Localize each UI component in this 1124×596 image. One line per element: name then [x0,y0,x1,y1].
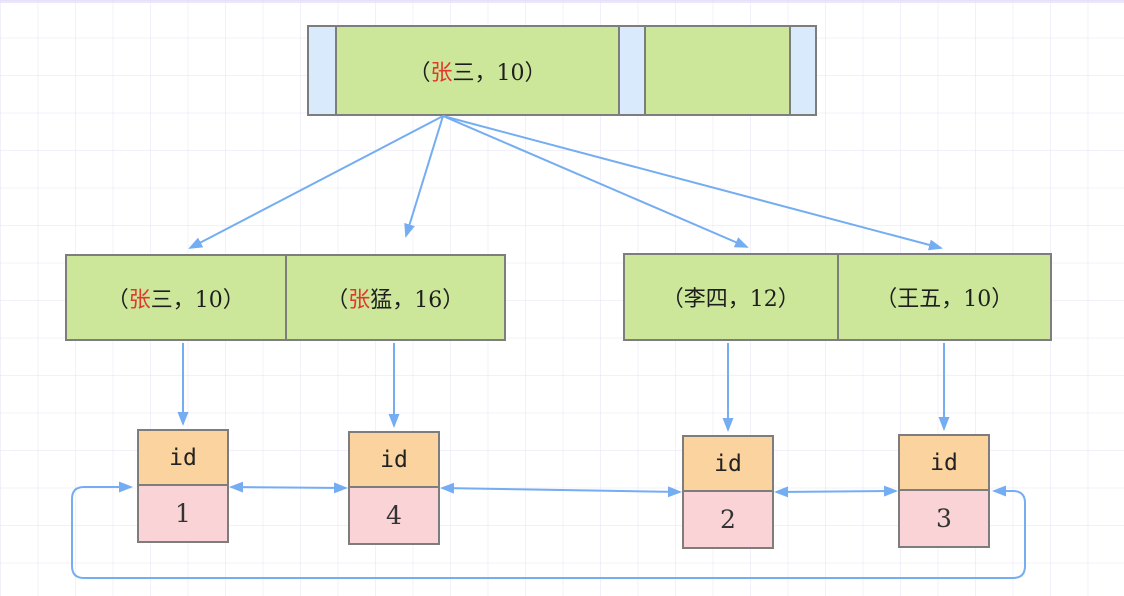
record-box-4: id 3 [898,434,990,548]
arrow-root-to-leaf-left-cell1 [188,115,444,249]
leaf-right-cell-2: （王五，10） [836,255,1050,339]
record-id-value: 2 [684,492,772,547]
key-text-rest: 三，10） [452,60,547,86]
record-box-1: id 1 [137,429,229,543]
key-text-prefix: （ [106,287,129,313]
key-text-highlight: 张 [430,60,453,86]
key-text-highlight: 张 [128,287,151,313]
arrow-root-to-leaf-right-cell1 [442,115,749,248]
record-id-value: 3 [900,491,988,546]
record-id-header: id [684,437,772,492]
arrow-record3-record4 [774,485,898,498]
key-text-highlight: 张 [348,287,371,313]
record-box-3: id 2 [682,435,774,549]
record-id-value: 4 [350,488,438,543]
key-text-rest: 猛，16） [370,287,465,313]
key-text-rest: 三，10） [150,287,245,313]
leaf-left-cell-2: （张猛，16） [284,256,504,339]
arrow-record2-record3 [440,482,682,498]
leaf-right-cell-1: （李四，12） [625,255,837,339]
root-pointer-cell-middle [618,27,645,114]
leaf-node-right: （李四，12） （王五，10） [623,253,1052,341]
root-empty-key-cell [644,27,789,114]
arrow-root-to-leaf-right-cell2 [442,115,943,251]
record-box-2: id 4 [348,431,440,545]
record-id-header: id [900,436,988,491]
arrow-record1-record2 [229,481,348,494]
top-accent-line [0,0,1124,3]
key-text-prefix: （李四，12） [661,287,800,312]
record-id-header: id [350,433,438,488]
root-pointer-cell-right [789,27,815,114]
root-index-node: （张三，10） [307,25,817,116]
arrow-root-to-leaf-left-cell2 [404,115,444,238]
key-text-prefix: （ [326,287,349,313]
leaf-left-cell-1: （张三，10） [67,256,285,339]
root-pointer-cell-left [309,27,335,114]
key-text-prefix: （王五，10） [875,287,1014,312]
key-text-prefix: （ [408,60,431,86]
leaf-node-left: （张三，10） （张猛，16） [65,254,506,341]
record-id-header: id [139,431,227,486]
root-key-cell: （张三，10） [335,27,619,114]
record-id-value: 1 [139,486,227,541]
